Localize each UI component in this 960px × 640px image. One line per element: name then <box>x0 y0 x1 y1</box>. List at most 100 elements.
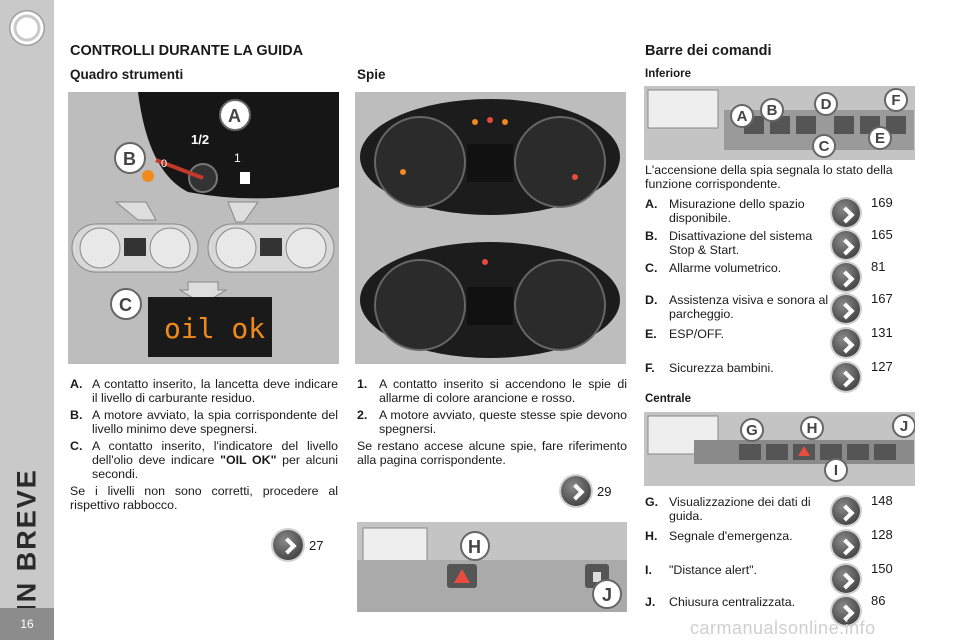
callout-d-label: D <box>821 96 832 113</box>
chevron-right-icon <box>832 597 860 625</box>
callout-j <box>592 579 622 609</box>
gauge-one-label: 1 <box>234 151 241 165</box>
callout-b-label: B <box>767 102 778 119</box>
quadro-heading: Quadro strumenti <box>70 67 184 82</box>
callout-e <box>868 126 892 150</box>
chevron-right-icon <box>832 295 860 323</box>
cluster-top-screen <box>467 144 513 182</box>
pointer-arrow-left-icon <box>114 201 157 221</box>
centrale-btn-2 <box>766 444 788 460</box>
centrale-btn-1 <box>739 444 761 460</box>
inferiore-item-e[interactable]: E. ESP/OFF. 131 <box>645 325 925 359</box>
chevron-right-icon <box>832 363 860 391</box>
spie-illustration <box>355 92 626 364</box>
cluster-top-speedo <box>514 116 606 208</box>
inferiore-item-b[interactable]: B. Disattivazione del sistema Stop & Sta… <box>645 227 893 259</box>
quadro-text: A. A contatto inserito, la lancetta deve… <box>70 377 338 512</box>
cluster-left-dial-a <box>79 227 121 269</box>
pointer-arrow-right-icon <box>227 201 259 223</box>
cluster-left-screen <box>124 238 146 256</box>
centrale-item-j[interactable]: J. Chiusura centralizzata. 86 <box>645 593 925 627</box>
chevron-right-icon <box>832 565 860 593</box>
callout-i <box>824 458 848 482</box>
spie-svg <box>360 99 620 358</box>
callout-a-label: A <box>737 108 748 125</box>
gauge-needle <box>155 158 204 180</box>
callout-c <box>812 134 836 158</box>
inferiore-heading: Inferiore <box>645 68 692 80</box>
cluster-left-dial-b <box>149 227 191 269</box>
callout-j-label: J <box>900 418 908 435</box>
spie-console-illustration: H J <box>357 522 627 612</box>
callout-a <box>219 99 251 131</box>
brand-logo-icon <box>9 10 45 46</box>
warning-light-top-2-icon <box>487 117 493 123</box>
inferiore-note: L'accensione della spia segnala lo stato… <box>645 163 893 191</box>
spie-text: 1. A contatto inserito si accendono le s… <box>357 377 627 467</box>
inferiore-item-c[interactable]: C. Allarme volumetrico. 81 <box>645 259 925 293</box>
chevron-right-icon <box>273 530 303 560</box>
inferiore-btn-3 <box>796 116 816 134</box>
callout-h-label: H <box>807 420 818 437</box>
chevron-right-icon <box>561 476 591 506</box>
cluster-bottom-speedo <box>514 259 606 351</box>
centrale-hazard-icon <box>798 446 810 456</box>
spie-item-1: 1. A contatto inserito si accendono le s… <box>357 377 627 405</box>
quadro-page-link[interactable]: 27 <box>273 530 323 560</box>
spie-heading: Spie <box>357 67 386 82</box>
centrale-item-i[interactable]: I. "Distance alert". 150 <box>645 561 925 595</box>
callout-g-label: G <box>746 422 758 439</box>
chevron-right-icon <box>832 329 860 357</box>
quadro-item-b: B. A motore avviato, la spia corrisponde… <box>70 408 338 436</box>
callout-g <box>740 418 764 442</box>
gauge-zero-label: 0 <box>161 158 167 170</box>
inferiore-item-a[interactable]: A. Misurazione dello spazio disponibile.… <box>645 195 893 227</box>
quadro-item-c: C. A contatto inserito, l'indicatore del… <box>70 439 339 481</box>
centrale-item-h[interactable]: H. Segnale d'emergenza. 128 <box>645 527 925 561</box>
cluster-right-dial-b <box>285 227 327 269</box>
spie-paragraph: Se restano accese alcune spie, fare rife… <box>357 439 627 467</box>
inferiore-interior-thumb <box>647 89 719 129</box>
quadro-paragraph: Se i livelli non sono corretti, proceder… <box>70 484 338 512</box>
inferiore-item-d[interactable]: D. Assistenza visiva e sonora al parcheg… <box>645 291 893 323</box>
chevron-right-icon <box>832 531 860 559</box>
lock-icon <box>593 572 601 582</box>
cluster-bottom-screen <box>467 287 513 325</box>
section-title: IN BREVE <box>11 468 42 612</box>
inferiore-item-f[interactable]: F. Sicurezza bambini. 127 <box>645 359 925 393</box>
barre-heading: Barre dei comandi <box>645 43 772 59</box>
warning-light-top-4-icon <box>400 169 406 175</box>
warning-light-bottom-icon <box>482 259 488 265</box>
centrale-item-g[interactable]: G. Visualizzazione dei dati di guida. 14… <box>645 493 893 525</box>
chevron-right-icon <box>832 497 860 525</box>
chevron-right-icon <box>832 231 860 259</box>
page-number: 16 <box>0 608 54 640</box>
cluster-top-tach <box>374 116 466 208</box>
callout-h <box>460 531 490 561</box>
spie-page-link[interactable]: 29 <box>561 476 611 506</box>
warning-light-top-3-icon <box>502 119 508 125</box>
callout-b-label: B <box>123 149 136 169</box>
quadro-item-a: A. A contatto inserito, la lancetta deve… <box>70 377 338 405</box>
cluster-right-dial-a <box>215 227 257 269</box>
chevron-right-icon <box>832 199 860 227</box>
callout-f <box>884 88 908 112</box>
callout-h-label: H <box>468 537 481 557</box>
callout-f-label: F <box>891 92 900 109</box>
fuel-pump-icon <box>240 172 250 184</box>
gauge-half-label: 1/2 <box>191 132 209 147</box>
chevron-right-icon <box>832 263 860 291</box>
callout-j-label: J <box>602 585 612 605</box>
callout-e-label: E <box>875 130 885 147</box>
cluster-right-screen <box>260 238 282 256</box>
callout-b <box>760 98 784 122</box>
callout-c-label: C <box>119 295 132 315</box>
console-surface <box>357 560 627 612</box>
quadro-svg: 1/2 0 1 A B C oil ok <box>71 92 339 357</box>
